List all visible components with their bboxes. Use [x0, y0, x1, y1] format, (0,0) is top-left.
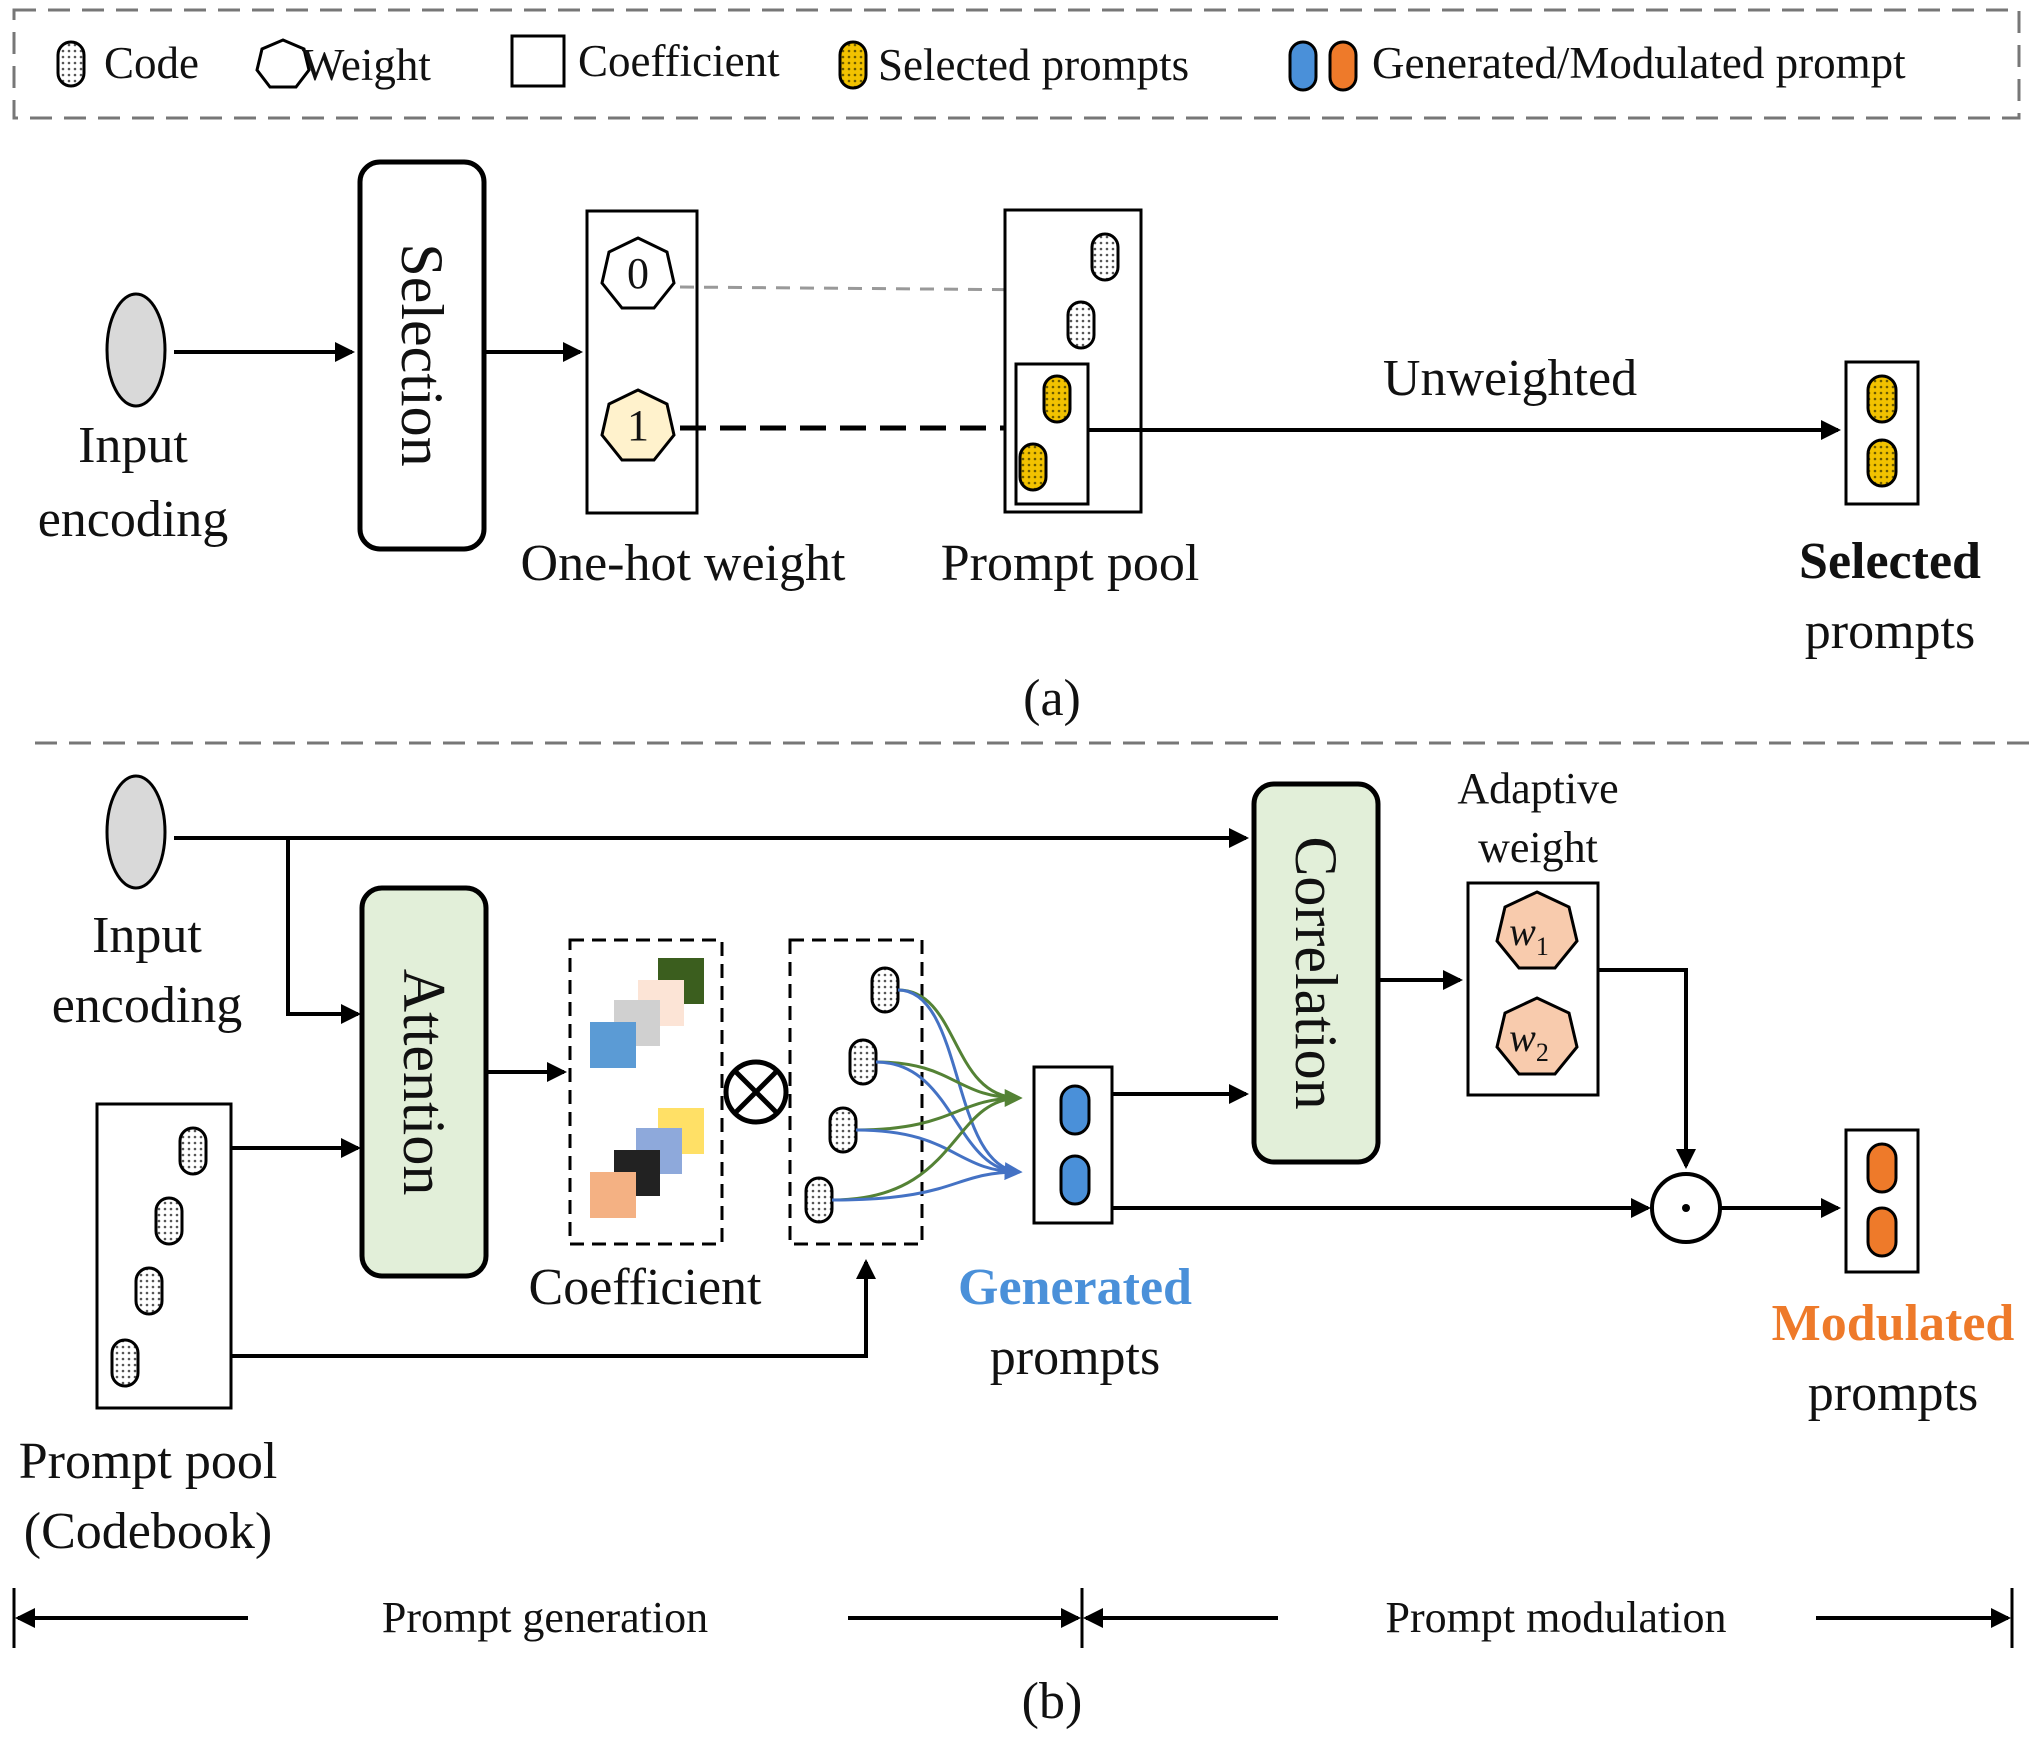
modulated-legend-icon	[1328, 40, 1358, 92]
weight-legend-icon	[255, 38, 311, 89]
legend-coefficient-label: Coefficient	[578, 36, 780, 86]
prompt-modulation-label: Prompt modulation	[1386, 1593, 1727, 1642]
w2-letter: w	[1509, 1015, 1536, 1060]
selection-label: Selection	[389, 243, 455, 466]
selected-prompt-2	[1866, 438, 1898, 488]
selected-label-rest: prompts	[1805, 603, 1975, 660]
coefficient-box	[568, 938, 724, 1246]
attention-block	[359, 885, 489, 1279]
legend: Code Weight Coefficient Selected prompts…	[12, 8, 2021, 120]
modulated-prompt-1	[1866, 1142, 1898, 1194]
codebook-code-2	[848, 1038, 878, 1086]
legend-frame	[12, 8, 2021, 120]
panel-a: Input encoding Selection 0 1 One-hot wei…	[38, 159, 1981, 727]
adaptive-label-line2: weight	[1478, 823, 1598, 872]
generated-legend-icon	[1288, 40, 1318, 92]
codebook-code-4	[804, 1176, 834, 1224]
modulated-prompt-2	[1866, 1206, 1898, 1258]
pool-code-3-b	[134, 1266, 164, 1316]
selected-prompt-1	[1866, 374, 1898, 424]
weight-hexagon-one	[600, 388, 676, 462]
pool-code-1-b	[178, 1126, 208, 1176]
input-encoding-node-b	[105, 774, 167, 890]
attention-label: Attention	[391, 969, 457, 1196]
legend-generated-modulated-label: Generated/Modulated prompt	[1372, 38, 1906, 88]
selected-legend-icon	[838, 40, 868, 90]
input-label-line2-b: encoding	[52, 977, 243, 1034]
dot-product-icon	[1650, 1172, 1722, 1244]
adaptive-label-line1: Adaptive	[1457, 764, 1618, 813]
pool-selected-code-2	[1018, 442, 1048, 492]
pool-code-4-b	[110, 1338, 140, 1388]
correlation-block	[1251, 781, 1381, 1165]
mixing-lines	[831, 988, 1023, 1202]
arrow-input-to-attention	[286, 838, 361, 1024]
arrow-weights-to-product	[1598, 968, 1696, 1169]
legend-weight-label: Weight	[302, 40, 431, 90]
multiply-icon	[723, 1059, 789, 1125]
generated-prompt-1	[1059, 1084, 1091, 1136]
pool-selected-code-1	[1042, 374, 1072, 424]
code-legend-icon	[56, 40, 86, 88]
input-label-line2-a: encoding	[38, 491, 229, 548]
legend-code-label: Code	[104, 38, 199, 88]
coefficient-squares-bottom	[590, 1108, 704, 1218]
coefficient-legend-icon	[510, 34, 566, 88]
weight-one-label: 1	[627, 401, 649, 450]
weight-hexagon-w2	[1495, 996, 1579, 1076]
selected-label-bold: Selected	[1799, 533, 1981, 590]
weight-hexagon-zero	[600, 236, 676, 310]
link-zero-to-pool	[679, 285, 1051, 292]
modulated-label-colored: Modulated	[1772, 1295, 2015, 1352]
weight-hexagon-w1	[1495, 890, 1579, 970]
pool-label-line2-b: (Codebook)	[24, 1503, 272, 1560]
input-label-line1-a: Input	[78, 417, 188, 474]
codebook-box	[788, 938, 924, 1246]
pool-code-2-a	[1066, 300, 1096, 350]
generated-prompt-2	[1059, 1154, 1091, 1206]
generated-label-colored: Generated	[958, 1259, 1192, 1316]
selection-block	[357, 159, 487, 552]
coefficient-squares-top	[590, 958, 704, 1068]
prompt-generation-label: Prompt generation	[382, 1593, 708, 1642]
generated-label-rest: prompts	[990, 1329, 1160, 1386]
input-label-line1-b: Input	[92, 907, 202, 964]
w1-label: w1	[1509, 909, 1549, 961]
w2-label: w2	[1509, 1015, 1549, 1067]
modulated-label-rest: prompts	[1808, 1365, 1978, 1422]
unweighted-label: Unweighted	[1383, 350, 1637, 407]
w2-subscript: 2	[1536, 1038, 1549, 1067]
coefficient-label: Coefficient	[529, 1259, 763, 1316]
one-hot-weight-label: One-hot weight	[521, 535, 846, 592]
legend-selected-label: Selected prompts	[878, 40, 1189, 90]
panel-b: Input encoding Attention Prompt pool (Co…	[12, 764, 2015, 1730]
prompt-pool-label-a: Prompt pool	[941, 535, 1200, 592]
pool-code-1-a	[1090, 232, 1120, 282]
codebook-code-1	[870, 966, 900, 1014]
correlation-label: Correlation	[1283, 836, 1349, 1109]
caption-a: (a)	[1023, 670, 1081, 727]
input-encoding-node-a	[105, 292, 167, 408]
w1-subscript: 1	[1536, 932, 1549, 961]
caption-b: (b)	[1022, 1673, 1083, 1730]
w1-letter: w	[1509, 909, 1536, 954]
pool-label-line1-b: Prompt pool	[19, 1433, 278, 1490]
weight-zero-label: 0	[627, 249, 649, 298]
arrow-pool-to-codebook	[231, 1259, 876, 1358]
pool-code-2-b	[154, 1196, 184, 1246]
codebook-code-3	[828, 1106, 858, 1154]
